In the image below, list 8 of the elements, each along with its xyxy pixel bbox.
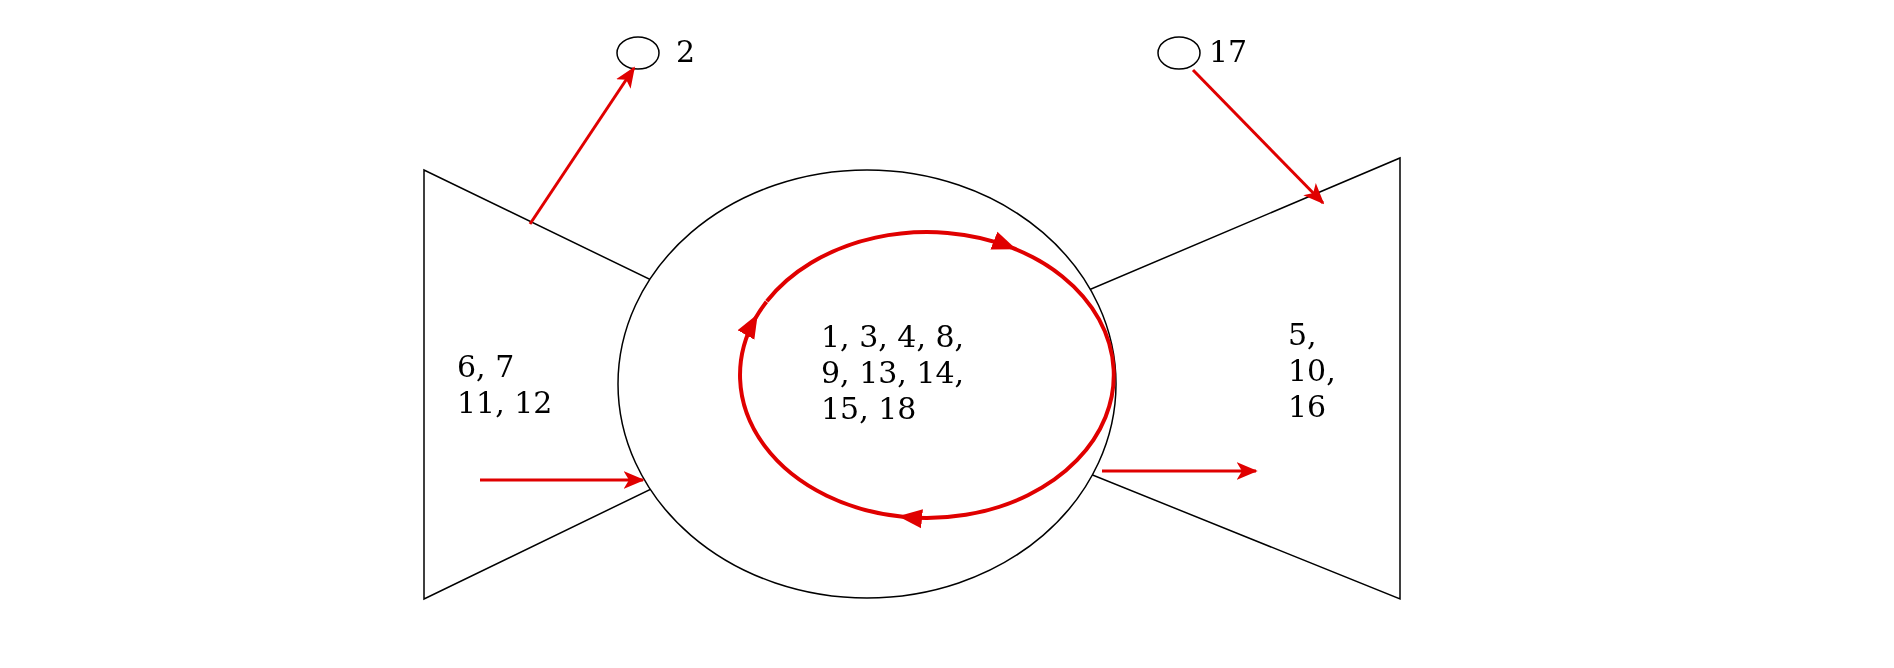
arrow bbox=[528, 66, 636, 225]
node-number: 17 bbox=[1209, 34, 1249, 70]
arrow bbox=[480, 471, 645, 489]
arrow bbox=[1191, 68, 1325, 205]
node-number: 2 bbox=[676, 34, 697, 70]
number-list: 1, 3, 4, 8, 9, 13, 14, 15, 18 bbox=[821, 319, 974, 427]
number-list: 6, 7 11, 12 bbox=[457, 349, 562, 421]
number-list: 5, 10, 16 bbox=[1288, 317, 1345, 425]
